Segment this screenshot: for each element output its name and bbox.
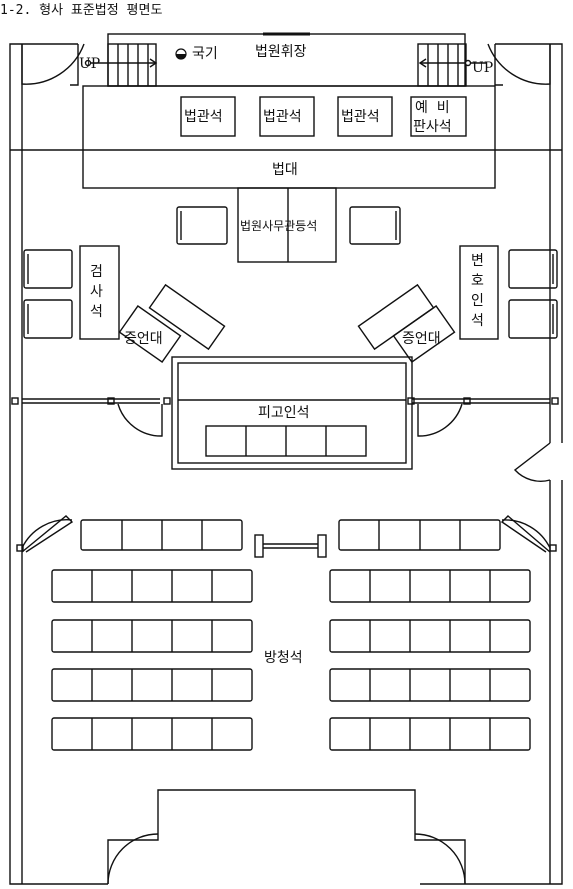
bar-railing xyxy=(11,397,559,405)
label-defense-2: 호 xyxy=(471,273,484,289)
defense-chair-2[interactable] xyxy=(508,299,558,339)
door-gallery-left[interactable] xyxy=(21,515,74,553)
witness-stand-right[interactable] xyxy=(357,283,456,363)
door-gallery-right[interactable] xyxy=(500,515,551,553)
label-reserve-judge-line1: 예 비 xyxy=(415,100,450,116)
label-prosecutor-2: 사 xyxy=(90,284,103,300)
label-defendant-seat: 피고인석 xyxy=(258,405,310,421)
label-bench: 법대 xyxy=(272,162,298,178)
clerk-chair-left[interactable] xyxy=(176,206,228,245)
judge-seat-3[interactable] xyxy=(337,96,393,137)
gallery-bench-row-4-left[interactable] xyxy=(51,717,253,751)
gallery-bench-row-4-right[interactable] xyxy=(329,717,531,751)
label-clerk-seat: 법원사무관등석 xyxy=(240,219,317,233)
label-defense-1: 변 xyxy=(471,253,484,269)
gallery-bench-row-3-right[interactable] xyxy=(329,668,531,702)
reserve-judge-seat[interactable] xyxy=(410,96,467,137)
main-entrance[interactable] xyxy=(107,789,466,885)
judge-seat-2[interactable] xyxy=(259,96,315,137)
label-prosecutor-3: 석 xyxy=(90,304,103,320)
label-defense-4: 석 xyxy=(471,313,484,329)
clerk-chair-right[interactable] xyxy=(349,206,401,245)
gate-right[interactable] xyxy=(417,403,463,437)
label-judge-seat-1: 법관석 xyxy=(184,109,223,125)
door-top-left[interactable] xyxy=(21,43,85,85)
door-right-wall[interactable] xyxy=(513,442,551,482)
judge-chamber-back xyxy=(107,33,466,87)
gallery-bench-row-2-left[interactable] xyxy=(51,619,253,653)
gallery-bench-row-1-right[interactable] xyxy=(329,569,531,603)
outer-wall xyxy=(9,43,563,885)
judge-seat-1[interactable] xyxy=(180,96,236,137)
label-up-right: UP xyxy=(472,60,493,76)
label-reserve-judge-line2: 판사석 xyxy=(413,119,452,135)
label-judge-seat-2: 법관석 xyxy=(263,109,302,125)
label-gallery: 방청석 xyxy=(264,650,303,666)
gallery-bench-row-3-left[interactable] xyxy=(51,668,253,702)
label-defense-3: 인 xyxy=(471,293,484,309)
plan-caption: 1-2. 형사 표준법정 평면도 xyxy=(0,3,162,18)
gallery-front-right[interactable] xyxy=(338,519,501,551)
clerk-desk[interactable] xyxy=(237,187,337,263)
label-prosecutor-1: 검 xyxy=(90,264,103,280)
flag-icon xyxy=(175,48,187,60)
label-witness-right: 증언대 xyxy=(402,331,441,347)
aisle-barrier xyxy=(254,534,327,558)
label-up-left: UP xyxy=(79,56,100,72)
label-flag: 국기 xyxy=(192,46,218,62)
label-judge-chamber: 법원휘장 xyxy=(255,44,307,60)
door-top-right[interactable] xyxy=(487,43,551,85)
defense-desk[interactable] xyxy=(459,245,499,340)
gallery-front-left[interactable] xyxy=(80,519,243,551)
defendant-enclosure xyxy=(171,356,413,470)
stairs-right[interactable] xyxy=(417,43,486,87)
gallery-bench-row-2-right[interactable] xyxy=(329,619,531,653)
gallery-benches[interactable] xyxy=(51,569,531,751)
gate-left[interactable] xyxy=(117,403,163,437)
label-judge-seat-3: 법관석 xyxy=(341,109,380,125)
prosecutor-desk[interactable] xyxy=(79,245,120,340)
witness-stand-left[interactable] xyxy=(118,283,226,363)
defense-chair-1[interactable] xyxy=(508,249,558,289)
label-witness-left: 증언대 xyxy=(124,331,163,347)
gallery-bench-row-1-left[interactable] xyxy=(51,569,253,603)
prosecutor-chair-2[interactable] xyxy=(23,299,73,339)
prosecutor-chair-1[interactable] xyxy=(23,249,73,289)
